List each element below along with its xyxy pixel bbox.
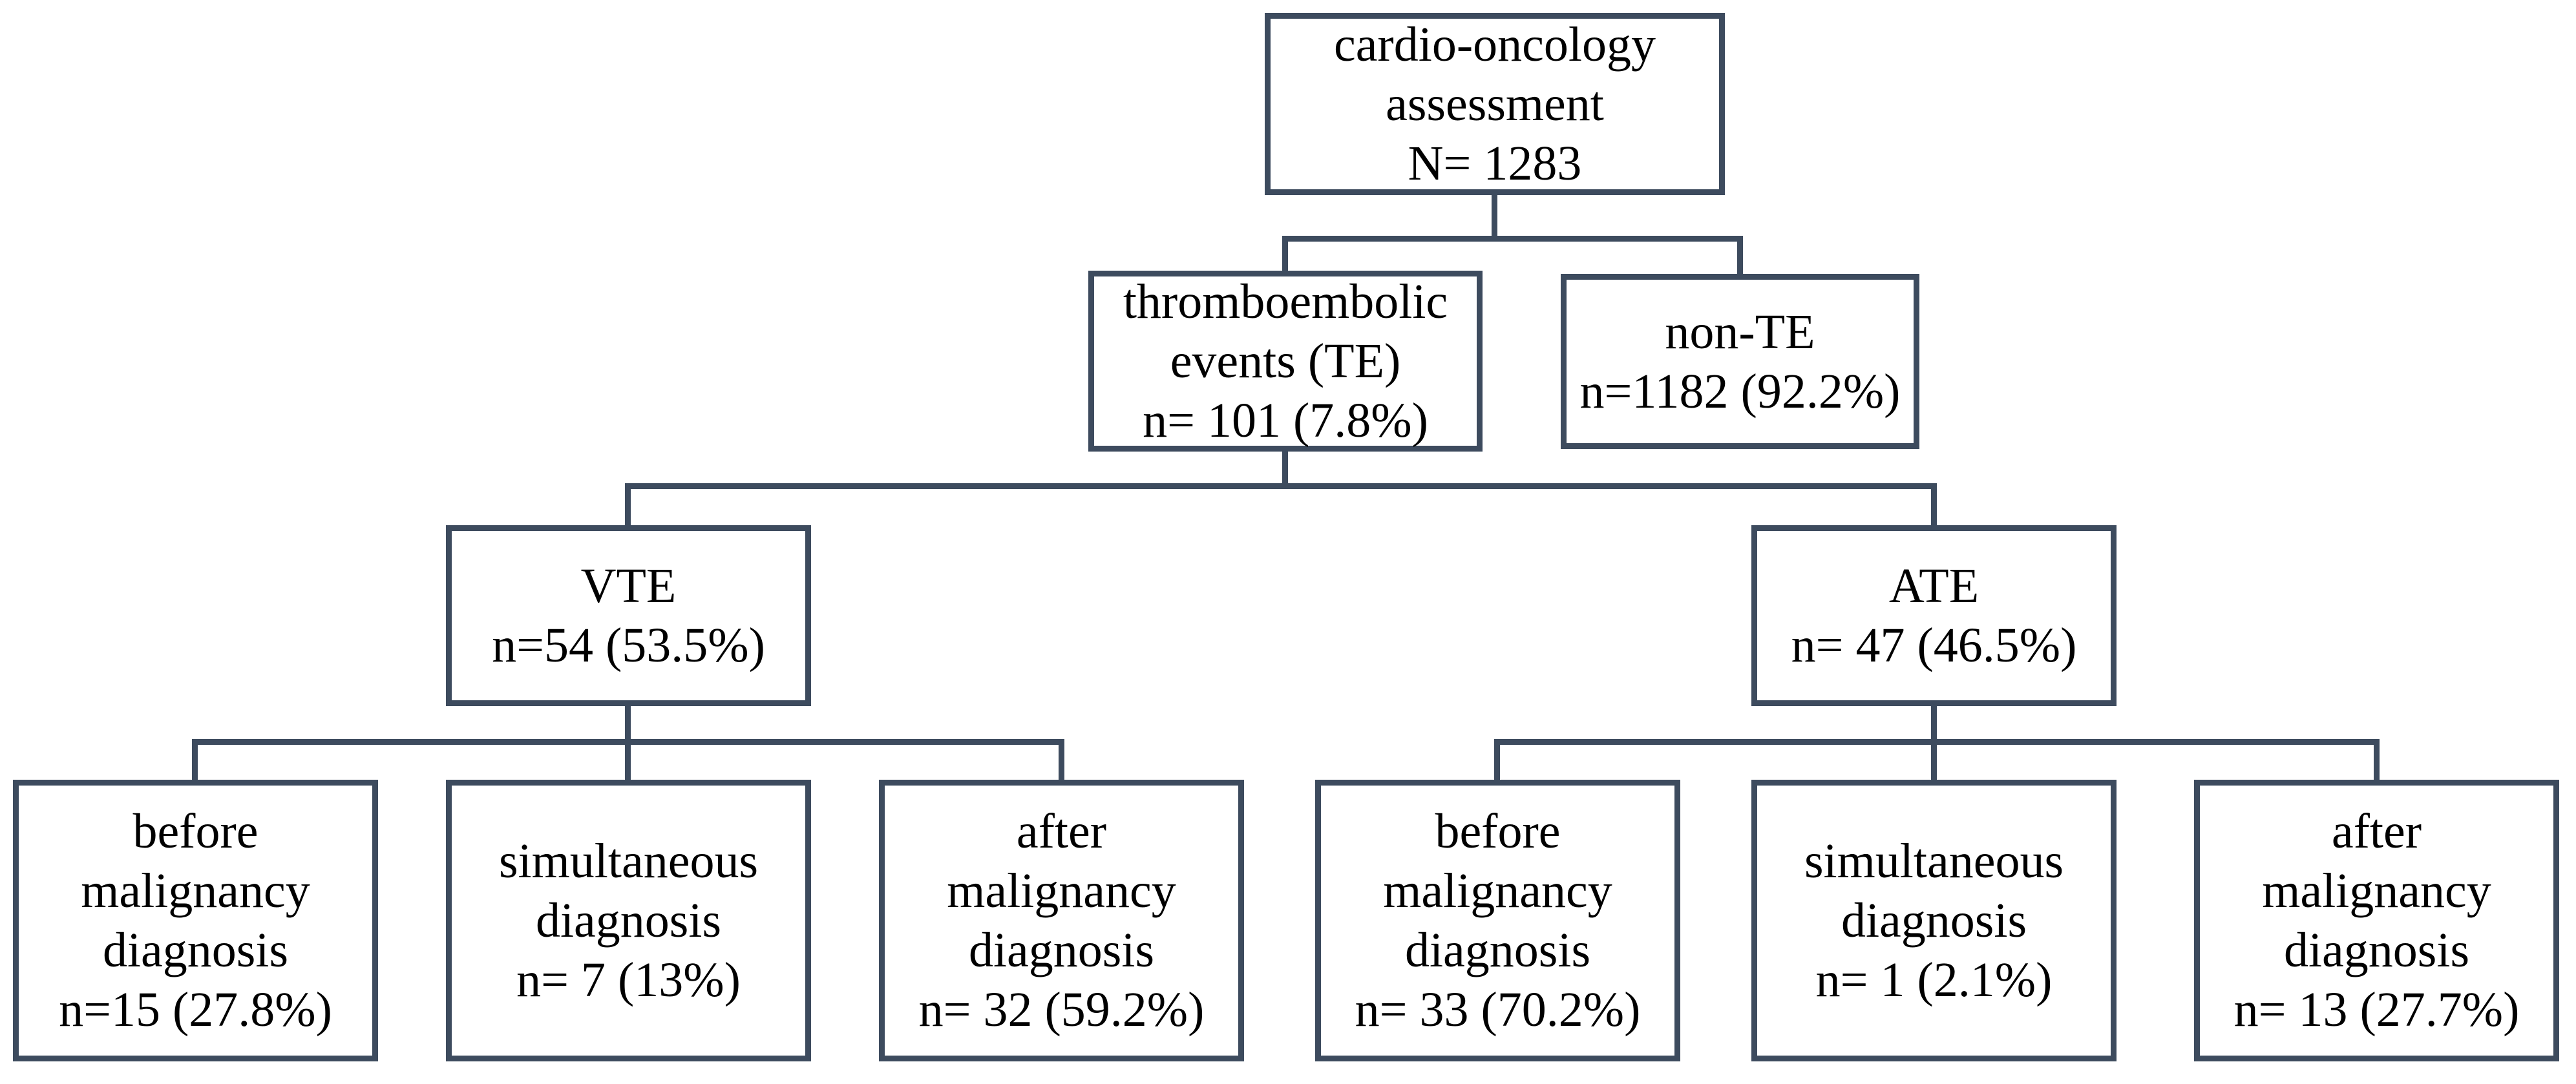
- node-text-line: diagnosis: [2283, 923, 2470, 977]
- connector-ate-rail: [1494, 739, 2380, 745]
- connector-drop-vte: [625, 483, 631, 525]
- node-vte-after-malignancy-diagnosis: after malignancy diagnosis n= 32 (59.2%): [879, 780, 1244, 1061]
- node-ate: ATE n= 47 (46.5%): [1751, 525, 2117, 706]
- node-text-line: diagnosis: [1404, 923, 1591, 977]
- node-ate-after-malignancy-diagnosis: after malignancy diagnosis n= 13 (27.7%): [2194, 780, 2559, 1061]
- connector-te-rail: [625, 483, 1937, 489]
- node-text-line: VTE: [580, 559, 677, 613]
- node-text-line: malignancy: [2262, 864, 2491, 918]
- node-ate-before-malignancy-diagnosis: before malignancy diagnosis n= 33 (70.2%…: [1315, 780, 1680, 1061]
- connector-vte-rail: [192, 739, 1064, 745]
- node-text-line: n= 101 (7.8%): [1143, 393, 1428, 448]
- node-thromboembolic-events: thromboembolic events (TE) n= 101 (7.8%): [1088, 271, 1483, 452]
- node-text-line: n= 13 (27.7%): [2233, 983, 2520, 1037]
- node-text-line: malignancy: [81, 864, 310, 918]
- connector-drop-non-te: [1737, 236, 1743, 274]
- node-text-line: diagnosis: [535, 893, 722, 948]
- connector-drop-ate-after: [2374, 739, 2380, 780]
- node-text-line: simultaneous: [498, 834, 759, 888]
- node-text-line: n=15 (27.8%): [59, 983, 332, 1037]
- connector-root-stem: [1492, 194, 1497, 242]
- node-text-line: ATE: [1888, 559, 1980, 613]
- node-text-line: after: [1016, 804, 1107, 859]
- node-text-line: cardio-oncology: [1333, 17, 1656, 72]
- node-text-line: non-TE: [1665, 304, 1815, 359]
- node-text-line: N= 1283: [1408, 136, 1582, 191]
- node-text-line: n=54 (53.5%): [492, 618, 765, 672]
- node-text-line: assessment: [1386, 77, 1604, 131]
- node-text-line: n=1182 (92.2%): [1579, 364, 1901, 419]
- node-text-line: thromboembolic: [1123, 275, 1448, 329]
- node-text-line: diagnosis: [1841, 893, 2027, 948]
- node-vte: VTE n=54 (53.5%): [446, 525, 811, 706]
- node-text-line: n= 7 (13%): [516, 953, 741, 1007]
- node-non-te: non-TE n=1182 (92.2%): [1561, 274, 1919, 449]
- node-text-line: n= 33 (70.2%): [1355, 983, 1641, 1037]
- connector-root-rail: [1282, 236, 1743, 242]
- connector-te-stem: [1282, 452, 1288, 489]
- node-vte-simultaneous-diagnosis: simultaneous diagnosis n= 7 (13%): [446, 780, 811, 1061]
- node-text-line: diagnosis: [968, 923, 1155, 977]
- node-text-line: before: [1435, 804, 1561, 859]
- node-text-line: n= 47 (46.5%): [1791, 618, 2077, 672]
- node-text-line: malignancy: [1383, 864, 1612, 918]
- node-text-line: n= 32 (59.2%): [918, 983, 1205, 1037]
- node-text-line: before: [132, 804, 259, 859]
- connector-drop-ate: [1931, 483, 1937, 525]
- node-vte-before-malignancy-diagnosis: before malignancy diagnosis n=15 (27.8%): [13, 780, 378, 1061]
- connector-drop-vte-before: [192, 739, 198, 780]
- node-cardio-oncology-assessment: cardio-oncology assessment N= 1283: [1265, 13, 1725, 195]
- node-text-line: n= 1 (2.1%): [1815, 953, 2053, 1007]
- node-text-line: after: [2331, 804, 2422, 859]
- node-text-line: events (TE): [1170, 334, 1401, 388]
- connector-drop-ate-before: [1494, 739, 1500, 780]
- node-text-line: diagnosis: [102, 923, 289, 977]
- connector-drop-te: [1282, 236, 1288, 271]
- node-text-line: simultaneous: [1804, 834, 2064, 888]
- node-ate-simultaneous-diagnosis: simultaneous diagnosis n= 1 (2.1%): [1751, 780, 2117, 1061]
- connector-drop-vte-after: [1059, 739, 1064, 780]
- node-text-line: malignancy: [947, 864, 1176, 918]
